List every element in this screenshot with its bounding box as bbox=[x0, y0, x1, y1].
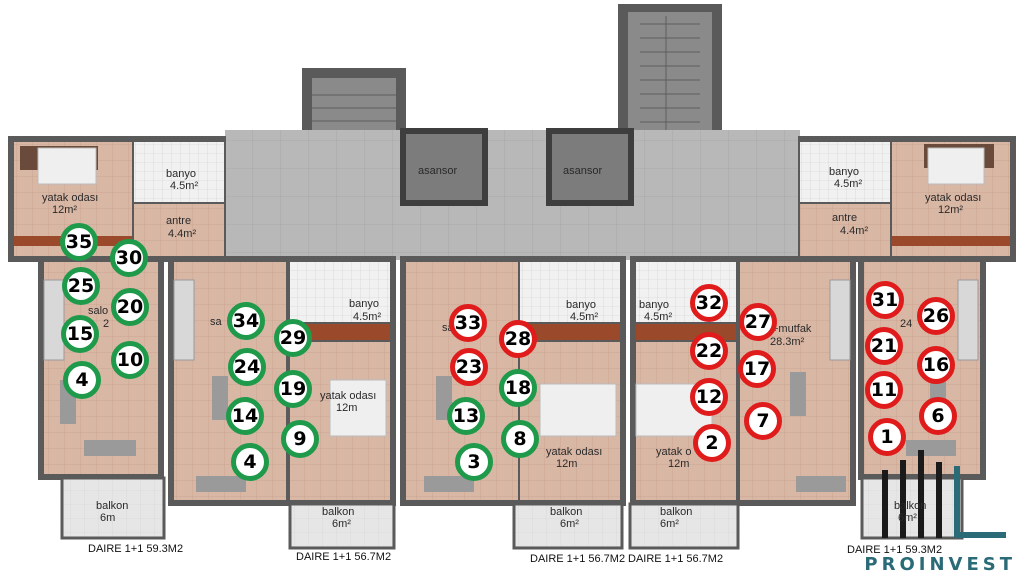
unit-marker[interactable]: 14 bbox=[226, 397, 264, 435]
room-area: 2 bbox=[103, 318, 110, 330]
room-name: banyo bbox=[639, 299, 669, 311]
unit-marker[interactable]: 24 bbox=[228, 348, 266, 386]
unit-marker[interactable]: 7 bbox=[744, 402, 782, 440]
room-name: balkon bbox=[322, 506, 355, 518]
unit-marker[interactable]: 9 bbox=[281, 420, 319, 458]
unit-label: DAIRE 1+1 56.7M2 bbox=[628, 553, 724, 565]
room-name: sa bbox=[210, 316, 222, 328]
room-name: yatak odası bbox=[320, 390, 377, 402]
unit-label: DAIRE 1+1 59.3M2 bbox=[88, 543, 184, 555]
unit-marker[interactable]: 25 bbox=[62, 267, 100, 305]
room-area: 6m² bbox=[560, 518, 579, 530]
room-name: antre bbox=[166, 215, 192, 227]
unit-label: DAIRE 1+1 59.3M2 bbox=[847, 544, 943, 556]
unit-label: DAIRE 1+1 56.7M2 bbox=[530, 553, 626, 565]
unit-marker[interactable]: 19 bbox=[274, 370, 312, 408]
unit-label: DAIRE 1+1 56.7M2 bbox=[296, 551, 392, 563]
brand-logo-icon bbox=[882, 450, 1006, 538]
unit-marker[interactable]: 31 bbox=[866, 281, 904, 319]
room-area: 4.5m² bbox=[353, 311, 382, 323]
unit-marker[interactable]: 6 bbox=[919, 397, 957, 435]
room-area: 6m bbox=[100, 512, 116, 524]
unit-marker[interactable]: 13 bbox=[447, 397, 485, 435]
room-name: +mutfak bbox=[772, 323, 812, 335]
unit-marker[interactable]: 3 bbox=[455, 443, 493, 481]
unit-marker[interactable]: 15 bbox=[61, 315, 99, 353]
room-name: balkon bbox=[660, 506, 693, 518]
unit-marker[interactable]: 4 bbox=[63, 361, 101, 399]
unit-marker[interactable]: 28 bbox=[499, 320, 537, 358]
room-name: antre bbox=[832, 212, 858, 224]
unit-marker[interactable]: 1 bbox=[868, 418, 906, 456]
room-area: 28.3m² bbox=[770, 336, 805, 348]
unit-marker[interactable]: 30 bbox=[110, 239, 148, 277]
room-name: balkon bbox=[550, 506, 583, 518]
room-name: yatak o bbox=[656, 446, 692, 458]
unit-marker[interactable]: 11 bbox=[865, 371, 903, 409]
unit-marker[interactable]: 4 bbox=[231, 443, 269, 481]
unit-marker[interactable]: 26 bbox=[917, 297, 955, 335]
room-area: 4.5m² bbox=[570, 311, 599, 323]
room-area: 6m² bbox=[660, 518, 679, 530]
room-name: yatak odası bbox=[42, 192, 99, 204]
room-area: 4.4m² bbox=[168, 228, 197, 240]
unit-marker[interactable]: 17 bbox=[738, 350, 776, 388]
room-name: sa bbox=[442, 322, 454, 334]
room-name: asansor bbox=[563, 165, 603, 177]
room-area: 4.5m² bbox=[834, 178, 863, 190]
unit-marker[interactable]: 33 bbox=[449, 304, 487, 342]
unit-marker[interactable]: 34 bbox=[227, 302, 265, 340]
unit-marker[interactable]: 35 bbox=[60, 223, 98, 261]
room-area: 24 bbox=[900, 318, 913, 330]
room-area: 4.4m² bbox=[840, 225, 869, 237]
unit-marker[interactable]: 27 bbox=[739, 303, 777, 341]
unit-marker[interactable]: 20 bbox=[111, 288, 149, 326]
room-area: 12m bbox=[556, 458, 578, 470]
room-area: 6m² bbox=[332, 518, 351, 530]
unit-marker[interactable]: 32 bbox=[690, 284, 728, 322]
brand-name: PROINVEST bbox=[864, 554, 1016, 575]
room-name: banyo bbox=[166, 168, 196, 180]
stair-tower-right bbox=[618, 4, 722, 154]
room-name: banyo bbox=[566, 299, 596, 311]
room-name: yatak odası bbox=[925, 192, 982, 204]
room-area: 12m bbox=[668, 458, 690, 470]
room-area: 4.5m² bbox=[170, 180, 199, 192]
room-name: balkon bbox=[894, 500, 927, 512]
unit-marker[interactable]: 2 bbox=[693, 424, 731, 462]
room-area: 12m² bbox=[52, 204, 78, 216]
room-area: 12m² bbox=[938, 204, 964, 216]
unit-marker[interactable]: 23 bbox=[450, 348, 488, 386]
room-name: salo bbox=[88, 305, 109, 317]
room-area: 4.5m² bbox=[644, 311, 673, 323]
room-name: yatak odası bbox=[546, 446, 603, 458]
room-area: 6m² bbox=[898, 512, 917, 524]
room-name: balkon bbox=[96, 500, 129, 512]
unit-marker[interactable]: 8 bbox=[501, 420, 539, 458]
central-lobby bbox=[225, 130, 800, 260]
unit-marker[interactable]: 10 bbox=[111, 341, 149, 379]
unit-marker[interactable]: 18 bbox=[499, 369, 537, 407]
room-area: 12m bbox=[336, 402, 358, 414]
unit-marker[interactable]: 29 bbox=[274, 319, 312, 357]
unit-marker[interactable]: 12 bbox=[690, 378, 728, 416]
room-name: banyo bbox=[829, 166, 859, 178]
unit-marker[interactable]: 22 bbox=[690, 332, 728, 370]
unit-marker[interactable]: 16 bbox=[917, 346, 955, 384]
room-name: banyo bbox=[349, 298, 379, 310]
unit-marker[interactable]: 21 bbox=[865, 327, 903, 365]
room-name: asansor bbox=[418, 165, 458, 177]
